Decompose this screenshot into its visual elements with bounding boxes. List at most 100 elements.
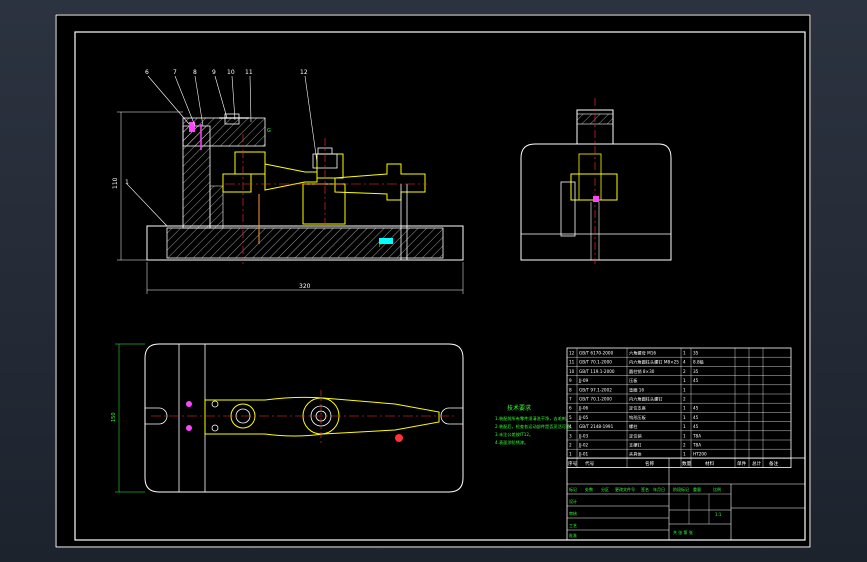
- bom-cell: 1: [683, 424, 686, 429]
- note-g: G: [267, 128, 271, 134]
- front-view: 6 7 8 9 10 11 12 1 G F 110 320: [112, 69, 464, 294]
- bom-cell: 1: [683, 387, 686, 392]
- bom-cell: 圆柱销 8×30: [629, 368, 655, 375]
- bom-header-cell: 代号: [585, 460, 595, 467]
- bom-cell: 10: [569, 369, 575, 374]
- technical-notes: 技术要求 1.装配前所有零件须清洗干净，去毛刺。 2.装配后，检查各运动部件是否…: [495, 404, 574, 446]
- bom-cell: GB/T 70.1-2000: [579, 397, 612, 402]
- bom-cell: 夹具体: [629, 451, 642, 458]
- bom-cell: JJ-05: [578, 415, 588, 420]
- notes-title: 技术要求: [507, 404, 531, 412]
- tb-mark-0: 标记: [569, 486, 577, 492]
- bom-cell: 45: [693, 406, 699, 411]
- balloon-6: 6: [145, 69, 149, 76]
- bom-header-cell: 序号: [568, 460, 578, 467]
- bom-cell: 35: [693, 351, 699, 356]
- bom-cell: 2: [683, 443, 686, 448]
- tb-mark-2: 分区: [601, 486, 609, 492]
- bom-cell: 2: [683, 369, 686, 374]
- bom-cell: 35: [693, 369, 699, 374]
- bom-cell: 45: [693, 415, 699, 420]
- balloon-8: 8: [193, 69, 197, 76]
- bom-cell: 2: [569, 443, 572, 448]
- tb-role-2: 工艺: [569, 523, 577, 528]
- clamp-nut: [224, 113, 240, 125]
- bom-cell: 45: [693, 378, 699, 383]
- tb-role-0: 设计: [569, 498, 577, 504]
- bom-cell: 9: [569, 378, 572, 383]
- note-line-4: 4.表面涂防锈漆。: [495, 439, 528, 446]
- tb-weight: 重量: [693, 486, 701, 492]
- bom-cell: 2: [683, 397, 686, 402]
- bom-cell: JJ-06: [578, 406, 588, 411]
- bom-cell: GB/T 2148-1991: [579, 424, 614, 429]
- balloon-1: 1: [125, 179, 129, 186]
- hook-clamp: [222, 151, 426, 225]
- bom-cell: 11: [569, 360, 575, 365]
- bom-cell: 1: [683, 415, 686, 420]
- tb-sheet: 共 张 第 张: [673, 529, 693, 535]
- bom-cell: 5: [569, 415, 572, 420]
- base-plate: [146, 225, 464, 261]
- balloon-9: 9: [212, 69, 216, 76]
- bom-header-cell: 总计: [752, 460, 762, 467]
- balloon-10: 10: [227, 69, 235, 76]
- note-f: F: [379, 243, 382, 249]
- tb-scale-value: 1:1: [715, 512, 722, 517]
- bom-cell: 12: [569, 351, 575, 356]
- tb-mark-3: 更改文件号: [615, 486, 635, 492]
- bom-cell: 8.8级: [693, 359, 705, 366]
- bom-header-cell: 数量: [682, 460, 692, 467]
- top-dimensions: [115, 343, 145, 493]
- bom-cell: HT200: [693, 452, 707, 457]
- balloon-11: 11: [245, 69, 253, 76]
- tb-role-1: 审核: [569, 510, 577, 516]
- bom-cell: 1: [683, 433, 686, 438]
- bom-cell: GB/T 70.1-2000: [579, 360, 612, 365]
- bom-cell: 1: [569, 452, 572, 457]
- bolt-head-marker: [189, 122, 195, 132]
- base-section-hatch: [166, 227, 444, 259]
- bom-header-cell: 材料: [705, 460, 715, 467]
- bom-cell: 压板: [629, 377, 638, 384]
- title-block: 标记 处数 分区 更改文件号 签名 年月日 设计 审核 工艺 批准 阶段标记 重…: [566, 457, 806, 541]
- note-line-1: 1.装配前所有零件须清洗干净，去毛刺。: [495, 415, 570, 422]
- bom-cell: 8: [569, 387, 572, 392]
- inner-border: [74, 31, 806, 541]
- upright-rib: [209, 185, 224, 229]
- bom-header-cell: 单件: [737, 460, 747, 467]
- bom-cell: 垫圈 16: [629, 386, 644, 393]
- bom-cell: 45: [693, 424, 699, 429]
- bom-cell: JJ-03: [578, 433, 588, 438]
- bom-cell: GB/T 119.1-2000: [579, 369, 615, 374]
- note-line-3: 3.未注公差按IT12。: [495, 431, 533, 438]
- bom-cell: 1: [683, 452, 686, 457]
- drawing-sheet[interactable]: 6 7 8 9 10 11 12 1 G F 110 320: [55, 14, 811, 548]
- tb-role-3: 批准: [569, 532, 577, 538]
- top-hook-clamp: [204, 396, 440, 437]
- bom-cell: GB/T 97.1-2002: [579, 387, 612, 392]
- bom-cell: 六角螺母 M16: [629, 350, 656, 357]
- note-line-2: 2.装配后，检查各运动部件是否灵活可靠。: [495, 423, 574, 430]
- balloon-12: 12: [300, 69, 308, 76]
- bom-header-cell: 备注: [769, 460, 779, 467]
- balloon-7: 7: [173, 69, 177, 76]
- sheet-background: [55, 14, 811, 548]
- tb-mark-5: 年月日: [653, 486, 665, 492]
- front-dimensions: [117, 111, 464, 294]
- bom-cell: T8A: [692, 443, 701, 448]
- tb-stage: 阶段标记: [673, 486, 689, 492]
- bom-cell: 钩形压板: [629, 414, 647, 421]
- bom-cell: 3: [569, 433, 572, 438]
- bom-cell: 4: [683, 360, 686, 365]
- balloon-leaders: [126, 75, 318, 227]
- bom-cell: 6: [569, 406, 572, 411]
- tb-scale: 比例: [713, 486, 721, 492]
- bom-cell: JJ-09: [578, 378, 588, 383]
- tb-mark-1: 处数: [585, 486, 593, 492]
- dim-width-front: 320: [299, 283, 311, 290]
- bom-cell: T8A: [692, 433, 701, 438]
- bom-cell: JJ-02: [578, 443, 588, 448]
- cyan-marker: [379, 238, 393, 244]
